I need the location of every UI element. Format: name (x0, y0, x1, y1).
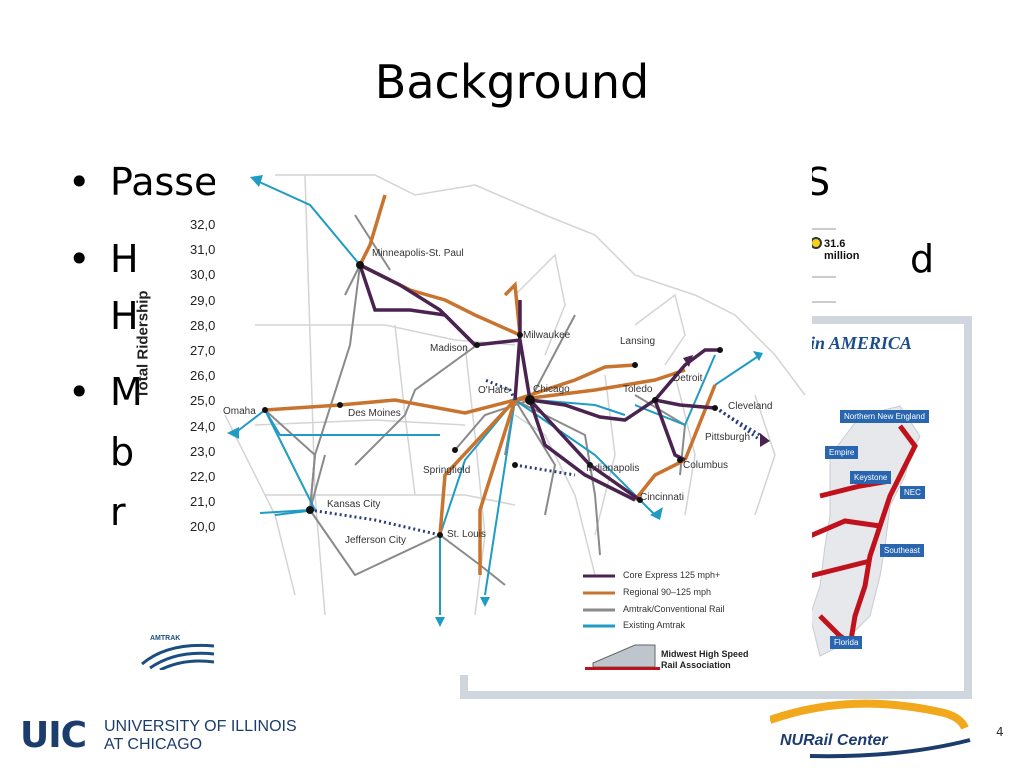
bullet-text: b (110, 430, 135, 474)
corridor-badge: NEC (900, 486, 925, 499)
corridor-badge: Florida (830, 636, 863, 649)
midwest-rail-map: Minneapolis-St. Paul Milwaukee Madison L… (215, 155, 812, 675)
city-label: Pittsburgh (705, 432, 751, 443)
ridership-annotation: 31.6 million (824, 238, 860, 262)
ridership-tick-label: 23,0 (190, 443, 216, 459)
city-label: Indianapolis (586, 463, 640, 474)
bullet-text: r (110, 490, 126, 534)
ridership-tick-label: 26,0 (190, 368, 216, 384)
city-label: Des Moines (348, 408, 401, 419)
chart-gridline (812, 276, 836, 278)
ridership-tick-label: 32,0 (190, 217, 216, 232)
uic-name-line1: UNIVERSITY OF ILLINOIS (104, 718, 297, 735)
ridership-tick-label: 27,0 (190, 343, 216, 358)
ridership-tick-label: 22,0 (190, 469, 216, 484)
corridor-badge: Keystone (850, 471, 892, 484)
legend-core-express: Core Express 125 mph+ (623, 570, 721, 580)
city-label: Lansing (620, 336, 656, 347)
bullet-text: H (110, 237, 139, 281)
nurail-name: NURail Center (780, 732, 888, 749)
city-label: Chicago (533, 384, 570, 395)
train-icon (585, 644, 660, 670)
ridership-tick-label: 31,0 (190, 242, 216, 258)
chart-gridline (812, 301, 836, 303)
page-number: 4 (996, 725, 1004, 739)
corridor-badge: Southeast (880, 544, 925, 557)
association-name: Midwest High Speed (661, 649, 749, 659)
ridership-ylabel: Total Ridership (134, 290, 152, 399)
bullet-text: H (110, 294, 139, 338)
city-label: Jefferson City (345, 535, 406, 546)
ridership-tick-label: 30,0 (190, 267, 216, 283)
city-label: St. Louis (447, 529, 486, 540)
bullet-text: Passe (110, 160, 218, 204)
bullet-dot: • (68, 160, 91, 204)
city-label: Kansas City (327, 499, 381, 510)
corridor-badge: Empire (825, 446, 859, 459)
bullet-dot: • (68, 237, 91, 281)
ridership-tick-label: 24,0 (190, 418, 216, 434)
uic-mark: UIC (20, 715, 87, 756)
city-label: Detroit (673, 373, 703, 384)
northeast-map (809, 405, 921, 657)
city-label: O'Hare (478, 385, 510, 396)
legend-conventional: Amtrak/Conventional Rail (623, 604, 725, 614)
bullet-text: M (110, 370, 143, 414)
bullet-text-tail: d (910, 237, 935, 281)
nurail-logo: NURail Center (770, 698, 975, 760)
uic-name-line2: AT CHICAGO (104, 736, 203, 753)
ridership-tick-label: 29,0 (190, 292, 216, 308)
city-label: Omaha (223, 406, 256, 417)
association-name: Rail Association (661, 660, 731, 670)
city-label: Milwaukee (523, 330, 571, 341)
chart-gridline (812, 228, 836, 230)
city-label: Madison (430, 343, 468, 354)
ridership-tick-label: 28,0 (190, 317, 216, 333)
bullet-dot: • (68, 370, 91, 414)
slide-title: Background (374, 55, 650, 109)
svg-text:AMTRAK: AMTRAK (150, 635, 180, 642)
legend-existing: Existing Amtrak (623, 620, 686, 630)
city-label: Toledo (623, 384, 653, 395)
ridership-chart: Total Ridership 32,0 31,0 30,0 29,0 28,0 27,0… (130, 205, 860, 555)
ridership-tick-label: 21,0 (190, 494, 216, 510)
ridership-tick-label: 25,0 (190, 393, 216, 409)
amtrak-logo: AMTRAK (138, 630, 216, 672)
midwest-map-svg (224, 174, 806, 670)
city-label: Springfield (423, 465, 471, 476)
city-label: Cincinnati (640, 492, 684, 503)
corridor-badge: Northern New England (840, 410, 929, 423)
america-map-title: in AMERICA (810, 333, 912, 353)
city-label: Cleveland (728, 401, 773, 412)
legend-regional: Regional 90–125 mph (623, 587, 712, 597)
ridership-tick-label: 20,0 (190, 519, 216, 535)
city-label: Minneapolis-St. Paul (372, 248, 464, 259)
city-label: Columbus (683, 460, 729, 471)
